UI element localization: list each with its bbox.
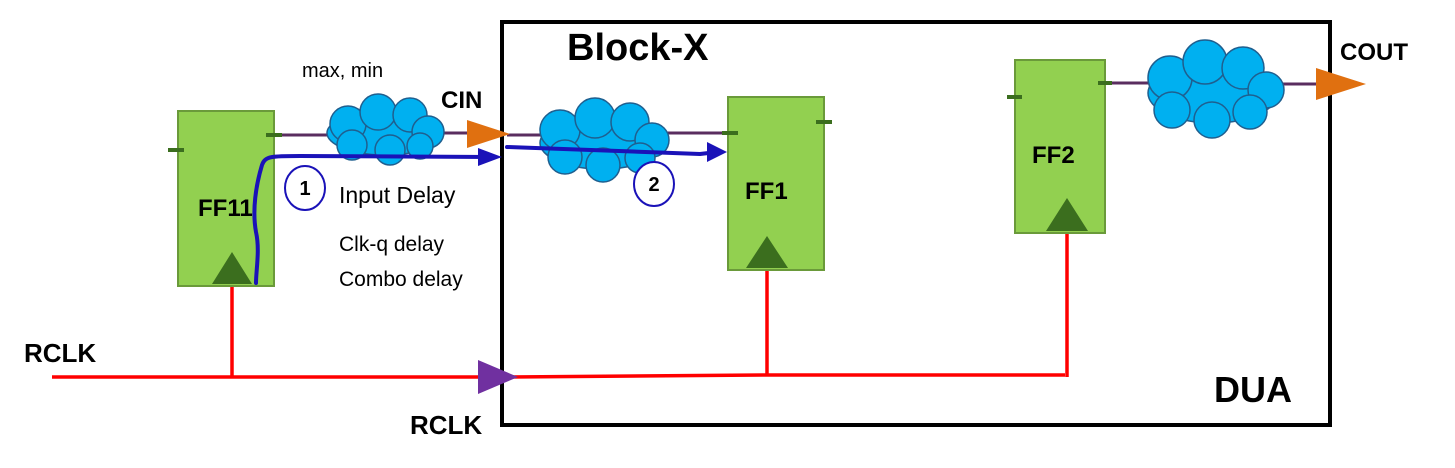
cout-label: COUT <box>1340 39 1408 66</box>
block-x-title: Block-X <box>567 27 709 69</box>
clkq-delay-label: Clk-q delay <box>339 233 445 256</box>
rclk-bottom-label: RCLK <box>410 410 482 440</box>
rclk-left-label: RCLK <box>24 338 96 368</box>
ff1-clock-triangle <box>746 236 788 268</box>
cin-label: CIN <box>441 87 482 114</box>
max-min-label: max, min <box>302 60 383 82</box>
ff2-clock-triangle <box>1046 198 1088 231</box>
input-delay-label: Input Delay <box>339 182 456 208</box>
ff2-label: FF2 <box>1032 142 1075 169</box>
combo-cloud-3 <box>1147 39 1285 139</box>
combo-delay-label: Combo delay <box>339 268 463 291</box>
cout-port-arrow <box>1316 68 1366 100</box>
ff2-flop <box>1007 59 1112 234</box>
ff1-label: FF1 <box>745 178 788 205</box>
clock-network <box>52 233 1069 379</box>
cin-port-arrow <box>467 120 510 148</box>
dua-label: DUA <box>1214 369 1292 410</box>
path-2-marker <box>633 161 675 207</box>
combo-cloud-1 <box>326 93 445 166</box>
path-1-label: 1 <box>299 178 310 200</box>
ff11-label: FF11 <box>198 195 253 222</box>
ff11-clock-triangle <box>212 252 252 284</box>
ff1-flop <box>722 96 832 271</box>
path-2-label: 2 <box>648 174 659 196</box>
timing-path-arrow-1 <box>478 148 502 166</box>
timing-path-arrow-2 <box>707 142 727 162</box>
path-1-marker <box>284 165 326 211</box>
rclk-port-arrow <box>478 360 518 394</box>
dua-boundary <box>500 20 1332 427</box>
